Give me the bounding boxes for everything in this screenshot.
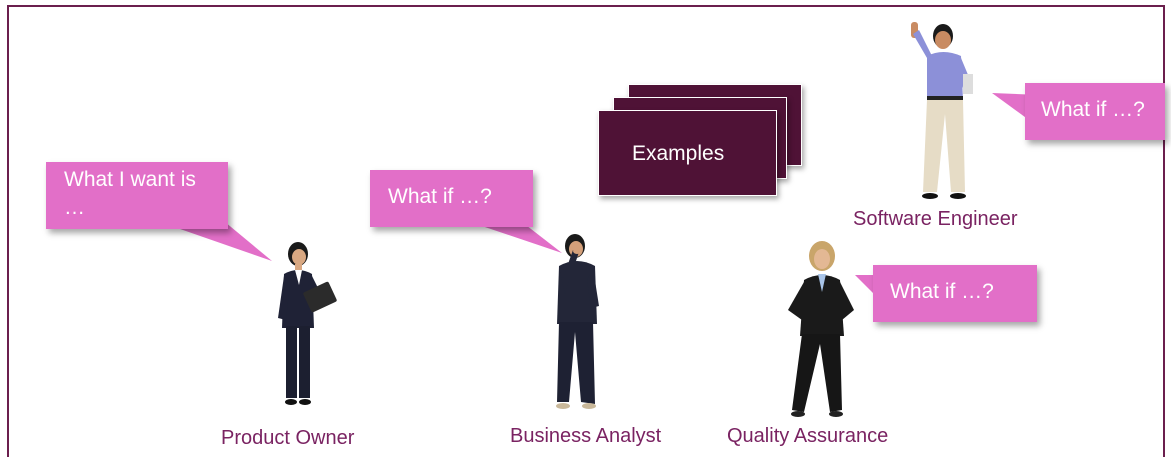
role-label-software-engineer: Software Engineer [853, 208, 1018, 230]
speech-bubble-product-owner: What I want is … [46, 162, 228, 229]
example-card-front [598, 110, 777, 196]
bubble-text: What I want is … [64, 168, 196, 219]
speech-bubble-tail [855, 275, 880, 300]
bubble-text: What if …? [388, 185, 492, 208]
bubble-text: What if …? [1041, 98, 1145, 121]
speech-bubble-business-analyst: What if …? [370, 170, 533, 227]
software-engineer-figure [911, 22, 973, 199]
product-owner-figure [278, 242, 337, 405]
speech-bubble-tail [470, 222, 562, 253]
business-analyst-figure [556, 234, 599, 409]
role-label-business-analyst: Business Analyst [510, 425, 662, 447]
slide-frame [7, 5, 1165, 457]
speech-bubble-quality-assurance: What if …? [873, 265, 1037, 322]
speech-bubble-software-engineer: What if …? [1025, 83, 1165, 140]
role-label-product-owner: Product Owner [221, 427, 355, 449]
role-label-quality-assurance: Quality Assurance [727, 425, 889, 447]
bubble-text: What if …? [890, 280, 994, 303]
examples-label: Examples [632, 142, 725, 165]
quality-assurance-figure [788, 241, 854, 417]
speech-bubble-tail [160, 222, 272, 261]
